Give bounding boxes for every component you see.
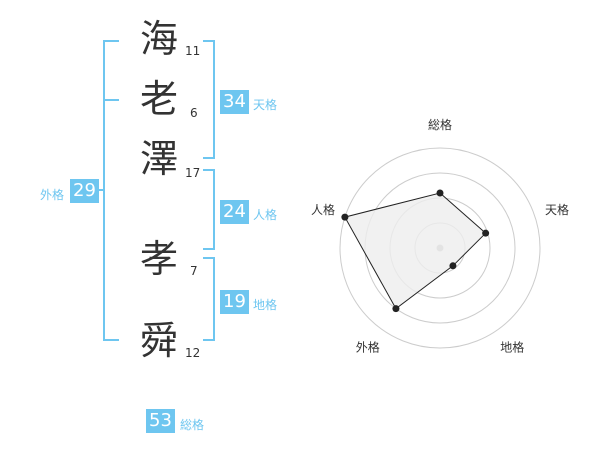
gaikaku-value: 29 — [70, 179, 99, 203]
radar-point-4 — [392, 305, 400, 313]
radar-axis-label-3: 地格 — [500, 340, 524, 355]
stroke-count-5: 12 — [185, 346, 201, 360]
radar-point-1 — [436, 189, 444, 197]
radar-axis-label-4: 外格 — [356, 340, 380, 355]
chikaku-label: 地格 — [253, 298, 278, 312]
name-char-5: 舜 — [140, 319, 179, 363]
radar-ring — [339, 147, 541, 349]
stroke-count-1: 11 — [185, 44, 201, 58]
name-char-3: 澤 — [140, 137, 179, 181]
stroke-count-4: 7 — [190, 264, 198, 278]
stroke-count-3: 17 — [185, 166, 201, 180]
jinkaku-label: 人格 — [253, 208, 278, 222]
tenkaku-bracket — [203, 40, 215, 159]
radar-point-3 — [449, 262, 457, 270]
tenkaku-label: 天格 — [253, 98, 278, 112]
name-char-2: 老 — [140, 77, 179, 121]
radar-axis-label-1: 総格 — [428, 117, 452, 132]
radar-point-5 — [341, 213, 349, 221]
gaikaku-label: 外格 — [40, 188, 65, 202]
radar-axis-label-5: 人格 — [311, 202, 335, 217]
tenkaku-value: 34 — [220, 90, 249, 114]
jinkaku-value: 24 — [220, 200, 249, 224]
radar-point-2 — [482, 229, 490, 237]
soukaku-label: 総格 — [180, 418, 205, 432]
chikaku-bracket — [203, 257, 215, 341]
name-char-4: 孝 — [140, 237, 179, 281]
name-char-1: 海 — [140, 17, 179, 61]
soukaku-value: 53 — [146, 409, 175, 433]
radar-polygon — [344, 192, 487, 310]
radar-axis-label-2: 天格 — [545, 202, 569, 217]
chikaku-value: 19 — [220, 290, 249, 314]
jinkaku-bracket — [203, 169, 215, 250]
stroke-count-2: 6 — [190, 106, 198, 120]
